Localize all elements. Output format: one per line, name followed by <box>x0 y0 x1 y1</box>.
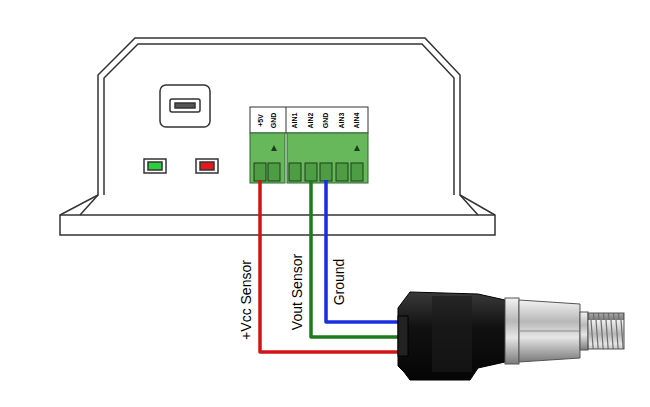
usb-port <box>160 85 210 127</box>
terminal-screws <box>254 163 363 181</box>
wires <box>260 180 400 352</box>
screw-hole <box>305 163 317 181</box>
terminal-block <box>250 133 368 183</box>
wire-label: Vout Sensor <box>290 254 304 330</box>
pin-name: AIN2 <box>307 112 314 128</box>
screw-hole <box>289 163 301 181</box>
vcc-wire <box>260 180 400 352</box>
screw-hole <box>268 163 280 181</box>
pressure-sensor <box>398 292 624 380</box>
screw-hole <box>336 163 348 181</box>
pin-name: AIN3 <box>338 112 345 128</box>
pin-name: +5V <box>257 114 264 127</box>
screw-hole <box>254 163 266 181</box>
status-leds <box>144 159 218 173</box>
screw-hole <box>320 163 332 181</box>
wire-label: +Vcc Sensor <box>239 260 253 340</box>
screw-hole <box>351 163 363 181</box>
pin-label-strip <box>250 107 368 133</box>
vout-wire <box>311 180 400 337</box>
pin-name: GND <box>271 112 278 128</box>
pin-name: AIN4 <box>353 112 360 128</box>
wire-label: Ground <box>332 259 346 306</box>
device-housing <box>60 38 495 235</box>
pin-name: GND <box>323 112 330 128</box>
ground-wire <box>326 180 400 322</box>
pin-name: AIN1 <box>291 112 298 128</box>
